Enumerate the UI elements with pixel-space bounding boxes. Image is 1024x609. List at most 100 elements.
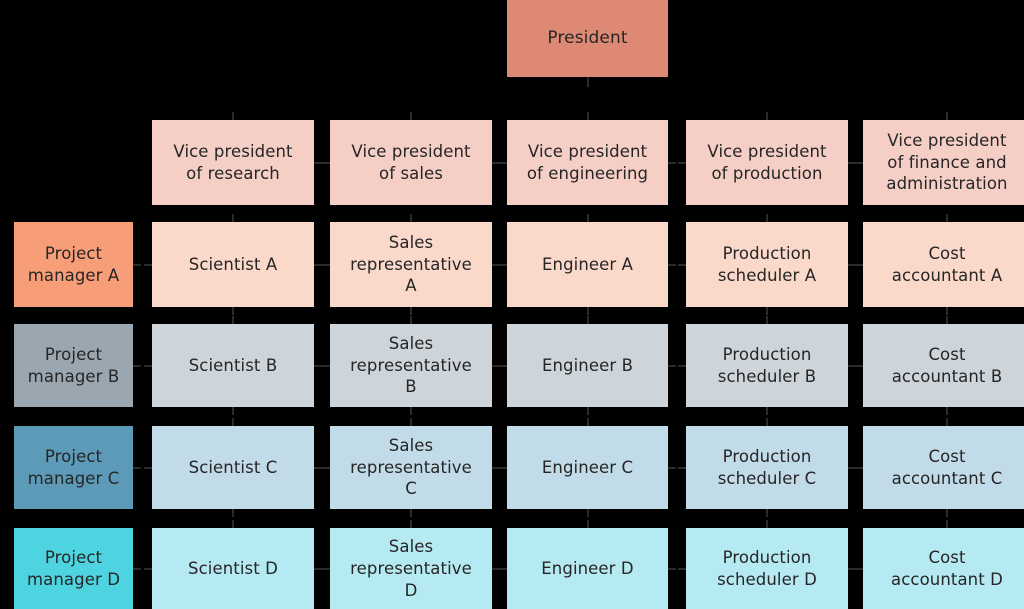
connector-h-row-a-edge-left [855, 263, 863, 266]
node-row-d-engineering[interactable]: Engineer D [507, 528, 668, 609]
connector-h-row-d-4-a [848, 568, 856, 570]
connector-v-row-c-sales-top [410, 418, 412, 426]
connector-v-row-c-finance-top [946, 418, 948, 426]
connector-h-vp-0-b [322, 161, 330, 164]
connector-h-row-b-0-a [133, 364, 141, 367]
node-row-b-finance[interactable]: Cost accountant B [863, 324, 1024, 407]
connector-h-row-c-2-b [499, 466, 507, 469]
connector-h-row-b-0-b [144, 364, 152, 367]
connector-h-row-c-1-a [314, 466, 322, 469]
node-vp-production[interactable]: Vice president of production [686, 120, 848, 205]
connector-h-row-a-0-a [133, 263, 141, 266]
connector-v-row-a-production-bottom [766, 307, 768, 315]
connector-h-row-b-2-b [499, 364, 507, 367]
connector-h-row-c-1-b [322, 466, 330, 469]
connector-h-row-a-3-a [668, 263, 676, 266]
node-row-a-sales[interactable]: Sales representative A [330, 222, 492, 307]
node-row-c-finance[interactable]: Cost accountant C [863, 426, 1024, 509]
connector-v-row-a-sales-top [410, 214, 412, 222]
node-row-b-engineering[interactable]: Engineer B [507, 324, 668, 407]
connector-h-row-d-2-a [492, 568, 500, 570]
node-row-c-production[interactable]: Production scheduler C [686, 426, 848, 509]
connector-h-row-b-1-b [322, 364, 330, 367]
node-row-c-research[interactable]: Scientist C [152, 426, 314, 509]
connector-h-row-a-0-b [144, 263, 152, 266]
connector-h-row-c-edge-left [855, 466, 863, 469]
connector-v-row-d-production-top [766, 520, 768, 528]
connector-h-vp-3-b [855, 161, 863, 164]
connector-v-row-b-finance-top [946, 316, 948, 324]
connector-v-row-b-engineering-top [586, 316, 589, 324]
connector-v-row-d-research-top [232, 520, 234, 528]
connector-vp-up-production [766, 112, 768, 120]
node-president[interactable]: President [507, 0, 668, 77]
node-row-b-manager[interactable]: Project manager B [14, 324, 133, 407]
connector-v-row-b-research-bottom [232, 407, 234, 415]
node-row-c-manager[interactable]: Project manager C [14, 426, 133, 509]
node-row-c-sales[interactable]: Sales representative C [330, 426, 492, 509]
connector-v-row-b-sales-bottom [410, 407, 412, 415]
connector-h-row-c-3-b [678, 466, 686, 469]
connector-vp-up-finance [946, 112, 948, 120]
node-row-c-engineering[interactable]: Engineer C [507, 426, 668, 509]
connector-h-row-d-2-b [499, 568, 507, 570]
node-row-b-sales[interactable]: Sales representative B [330, 324, 492, 407]
connector-v-row-c-finance-bottom [946, 509, 948, 517]
node-vp-finance[interactable]: Vice president of finance and administra… [863, 120, 1024, 205]
connector-h-vp-1-b [499, 161, 507, 164]
connector-h-row-d-edge-left [855, 568, 863, 570]
node-vp-research[interactable]: Vice president of research [152, 120, 314, 205]
connector-h-row-d-0-a [133, 568, 141, 570]
connector-h-row-d-3-b [678, 568, 686, 570]
node-row-d-research[interactable]: Scientist D [152, 528, 314, 609]
connector-h-row-c-2-a [492, 466, 500, 469]
connector-h-row-d-1-a [314, 568, 322, 570]
connector-v-row-d-sales-top [410, 520, 412, 528]
node-row-d-finance[interactable]: Cost accountant D [863, 528, 1024, 609]
node-row-d-manager[interactable]: Project manager D [14, 528, 133, 609]
node-row-a-engineering[interactable]: Engineer A [507, 222, 668, 307]
connector-v-row-b-finance-bottom [946, 407, 948, 415]
node-row-a-production[interactable]: Production scheduler A [686, 222, 848, 307]
node-row-d-sales[interactable]: Sales representative D [330, 528, 492, 609]
connector-v-row-c-research-bottom [232, 509, 234, 517]
node-row-a-research[interactable]: Scientist A [152, 222, 314, 307]
connector-vp-up-sales [410, 112, 412, 120]
connector-v-row-c-research-top [232, 418, 234, 426]
connector-h-row-b-3-a [668, 364, 676, 367]
node-row-a-manager[interactable]: Project manager A [14, 222, 133, 307]
connector-v-row-b-sales-top [410, 316, 412, 324]
connector-v-row-a-research-bottom [232, 307, 234, 315]
connector-h-row-c-0-b [144, 466, 152, 469]
connector-h-row-b-2-a [492, 364, 500, 367]
connector-h-row-d-3-a [668, 568, 676, 570]
connector-v-row-a-finance-top [946, 214, 948, 222]
node-vp-sales[interactable]: Vice president of sales [330, 120, 492, 205]
connector-h-row-d-0-b [144, 568, 152, 570]
connector-v-row-b-production-top [766, 316, 768, 324]
connector-h-row-a-4-a [848, 263, 856, 266]
connector-h-vp-1-a [492, 161, 500, 164]
node-row-b-research[interactable]: Scientist B [152, 324, 314, 407]
connector-h-vp-3-a [848, 161, 856, 164]
connector-h-vp-2-b [678, 161, 686, 164]
connector-president-down [586, 77, 589, 87]
node-row-d-production[interactable]: Production scheduler D [686, 528, 848, 609]
node-row-a-finance[interactable]: Cost accountant A [863, 222, 1024, 307]
connector-v-row-a-research-top [232, 214, 234, 222]
connector-h-row-c-3-a [668, 466, 676, 469]
connector-vp-up-research [232, 112, 234, 120]
connector-h-vp-0-a [314, 161, 322, 164]
connector-v-row-a-engineering-bottom [586, 307, 589, 315]
node-vp-engineering[interactable]: Vice president of engineering [507, 120, 668, 205]
connector-h-row-b-3-b [678, 364, 686, 367]
connector-v-row-c-production-bottom [766, 509, 768, 517]
connector-h-row-a-1-b [322, 263, 330, 266]
connector-v-row-d-finance-top [946, 520, 948, 528]
connector-h-vp-2-a [668, 161, 676, 164]
connector-h-row-a-3-b [678, 263, 686, 266]
node-row-b-production[interactable]: Production scheduler B [686, 324, 848, 407]
connector-h-row-b-4-a [848, 364, 856, 367]
connector-h-row-d-1-b [322, 568, 330, 570]
